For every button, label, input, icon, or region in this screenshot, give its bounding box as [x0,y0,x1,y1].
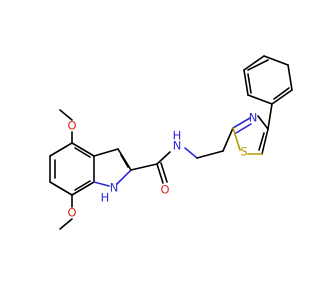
thiazole-nitrogen-label: N [249,111,258,125]
oxygen-label-bottom: O [67,206,76,220]
atom-labels: O O O N H H N N S [67,111,257,220]
phenyl-ring [243,55,293,130]
oxygen-label-carbonyl: O [160,183,169,197]
indole-benzene-ring [49,142,95,196]
amide-nitrogen-label: N [173,139,182,153]
oxygen-label-top: O [67,119,76,133]
structure-diagram: O O O N H H N N S [49,55,293,230]
amide-group [130,151,171,184]
indole-hydrogen-label: H [101,191,110,205]
indole-nitrogen-label: N [110,181,119,195]
ethyl-linker [184,127,234,159]
amide-hydrogen-label: H [173,129,182,143]
thiazole-ring [232,115,269,155]
thiazole-sulfur-label: S [240,145,247,159]
indole-pyrrole-ring [93,148,132,187]
methoxy-top [59,109,73,144]
methoxy-bottom [59,194,73,230]
